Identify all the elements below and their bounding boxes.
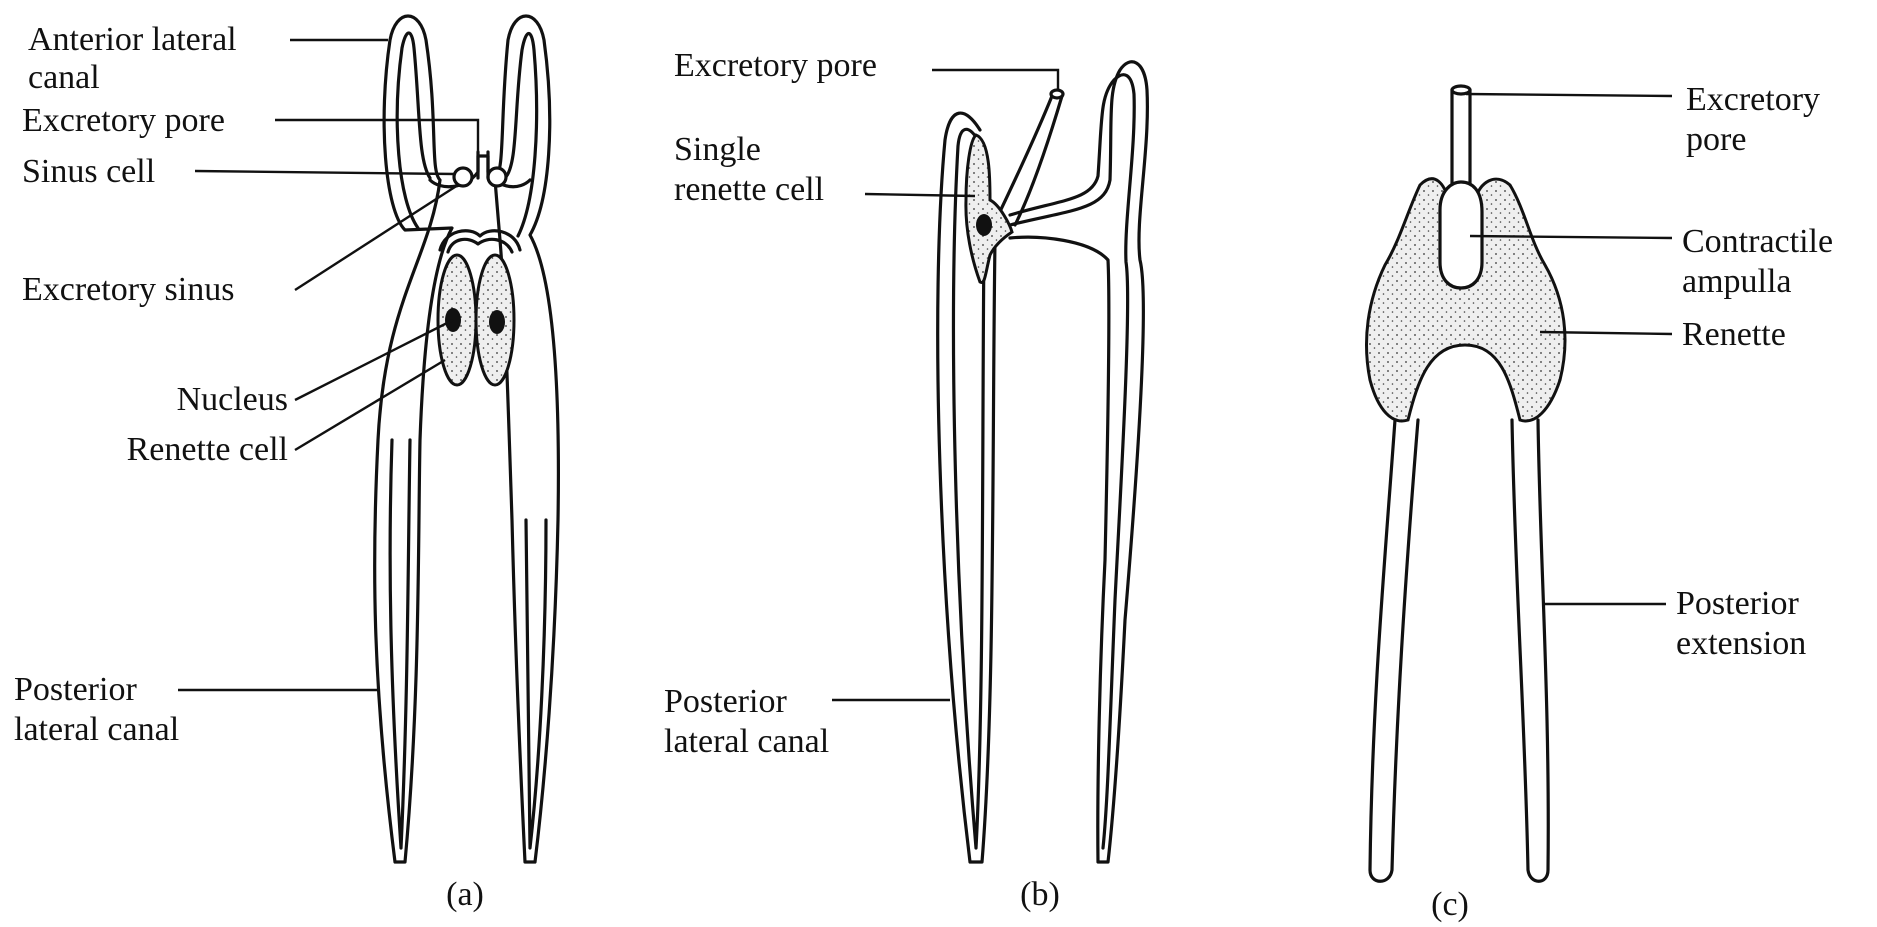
- panel-a-excretory-sinus: [430, 152, 530, 252]
- label-excretory-pore: Excretory pore: [22, 102, 225, 139]
- sinus-cell-left: [454, 168, 472, 186]
- label-anterior-lateral-canal-line1: Anterior lateral: [28, 21, 237, 58]
- label-renette-cell: Renette cell: [127, 431, 288, 468]
- label-excretory-sinus: Excretory sinus: [22, 271, 234, 308]
- caption-a: (a): [446, 876, 484, 913]
- label-anterior-lateral-canal-line2: canal: [28, 59, 100, 96]
- panel-b-renette-cell: [966, 135, 1012, 283]
- caption-c: (c): [1431, 886, 1469, 923]
- label-posterior-extension-line1: Posterior: [1676, 585, 1799, 622]
- caption-b: (b): [1020, 876, 1060, 913]
- panel-a-left-canal: [375, 16, 452, 862]
- label-b-excretory-pore: Excretory pore: [674, 47, 877, 84]
- label-contractile-ampulla-line1: Contractile: [1682, 223, 1833, 260]
- panel-a-renette-cells: [438, 255, 514, 385]
- label-posterior-lateral-canal-line1: Posterior: [14, 671, 137, 708]
- label-c-excretory-pore-line2: pore: [1686, 121, 1746, 158]
- panel-c-posterior-extensions: [1370, 420, 1548, 881]
- panel-b-right-canal: [1010, 62, 1147, 862]
- panel-a-right-canal: [495, 16, 558, 862]
- label-b-posterior-lateral-canal-line1: Posterior: [664, 683, 787, 720]
- label-single-renette-cell-line2: renette cell: [674, 171, 824, 208]
- label-b-posterior-lateral-canal-line2: lateral canal: [664, 723, 829, 760]
- label-sinus-cell: Sinus cell: [22, 153, 155, 190]
- panel-c: Excretory pore Contractile ampulla Renet…: [1366, 81, 1833, 923]
- label-posterior-extension-line2: extension: [1676, 625, 1806, 662]
- label-single-renette-cell-line1: Single: [674, 131, 761, 168]
- panel-a: Anterior lateral canal Excretory pore Si…: [14, 16, 558, 913]
- label-posterior-lateral-canal-line2: lateral canal: [14, 711, 179, 748]
- label-c-excretory-pore-line1: Excretory: [1686, 81, 1820, 118]
- sinus-cell-right: [488, 168, 506, 186]
- label-contractile-ampulla-line2: ampulla: [1682, 263, 1792, 300]
- nucleus-b: [976, 214, 992, 236]
- nucleus-right: [489, 310, 505, 334]
- label-renette: Renette: [1682, 316, 1786, 353]
- label-nucleus: Nucleus: [177, 381, 288, 418]
- panel-b: Excretory pore Single renette cell Poste…: [664, 47, 1147, 913]
